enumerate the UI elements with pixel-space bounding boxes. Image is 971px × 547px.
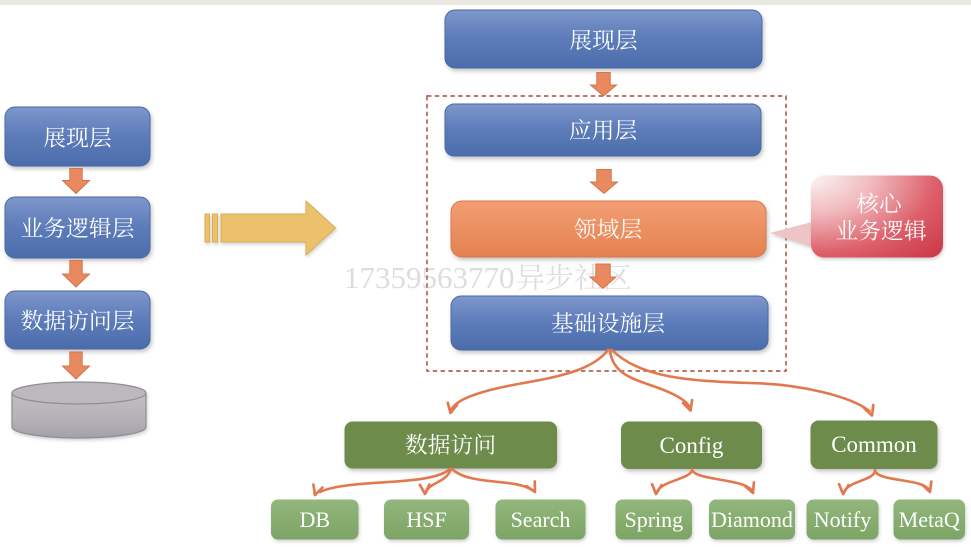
- svg-text:Search: Search: [511, 507, 571, 532]
- svg-text:Diamond: Diamond: [711, 507, 793, 532]
- svg-text:Notify: Notify: [814, 507, 871, 532]
- svg-text:Config: Config: [660, 433, 724, 458]
- svg-text:17359563770: 17359563770: [344, 260, 515, 295]
- svg-text:Common: Common: [831, 432, 917, 457]
- svg-text:Spring: Spring: [624, 507, 683, 532]
- svg-text:HSF: HSF: [406, 507, 446, 532]
- svg-text:DB: DB: [300, 507, 331, 532]
- svg-text:MetaQ: MetaQ: [899, 507, 960, 532]
